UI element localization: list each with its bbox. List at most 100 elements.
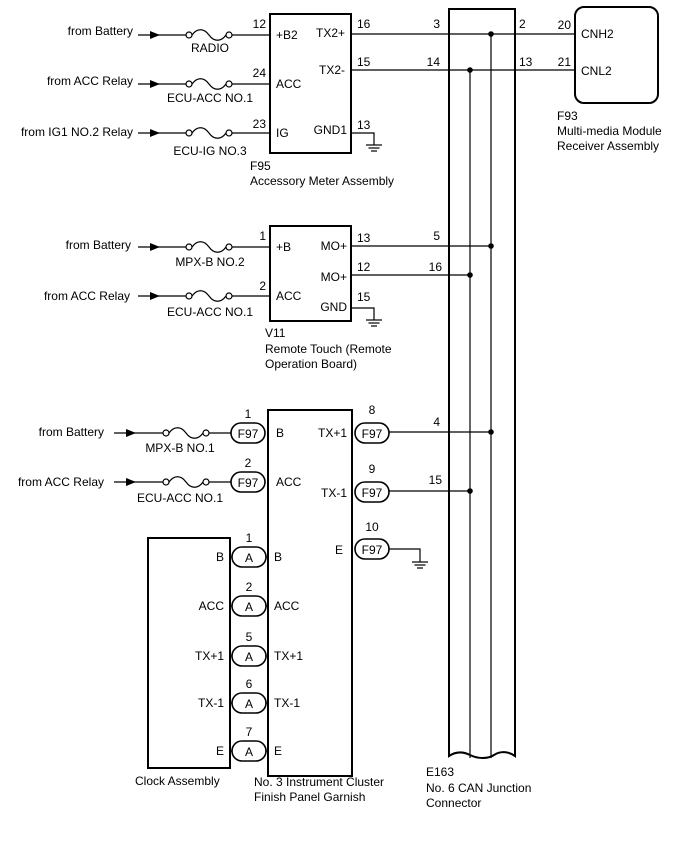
connector-a — [231, 692, 267, 714]
connector-f97-label: F97 — [362, 427, 383, 441]
splice-dot — [488, 243, 494, 249]
fuse-label-ecu-acc-1-cluster: ECU-ACC NO.1 — [137, 491, 223, 505]
connector-f97 — [230, 471, 266, 493]
fuse-icon — [185, 127, 233, 139]
cluster-battery-source: from Battery — [39, 425, 104, 439]
cluster-pin-10: 10 — [365, 520, 379, 534]
connector-a — [231, 645, 267, 667]
cluster-a-terminal-label: TX-1 — [274, 696, 300, 710]
v11-terminal-acc: ACC — [276, 289, 302, 303]
fuse-label-ecu-acc-1: ECU-ACC NO.1 — [167, 91, 253, 105]
v11-name-line1: Remote Touch (Remote — [265, 342, 392, 356]
connector-a-label: A — [245, 697, 253, 711]
ground-icon — [351, 132, 382, 152]
e163-section: 3 2 14 13 E163 No. 6 CAN Junction Connec… — [351, 8, 575, 810]
f95-name: Accessory Meter Assembly — [250, 174, 394, 188]
cluster-terminal-e: E — [335, 543, 343, 557]
ground-icon — [389, 548, 428, 569]
v11-terminal-gnd: GND — [320, 300, 347, 314]
v11-pin-2: 2 — [259, 279, 266, 293]
cluster-pin-8: 8 — [369, 403, 376, 417]
clock-pin-number: 5 — [246, 630, 253, 644]
e163-pin-14: 14 — [427, 55, 441, 69]
e163-name-line1: No. 6 CAN Junction — [426, 781, 531, 795]
fuse-icon — [162, 476, 210, 488]
e163-pin-2: 2 — [519, 17, 526, 31]
clock-pin-number: 1 — [246, 531, 253, 545]
fuse-label-mpx-b-2: MPX-B NO.2 — [175, 255, 245, 269]
e163-connector — [448, 8, 516, 759]
connector-f97 — [230, 422, 266, 444]
clock-terminal-label: ACC — [199, 599, 225, 613]
v11-terminal-mo1: MO+ — [321, 239, 347, 253]
f95-pin-15: 15 — [357, 55, 371, 69]
fuse-label-ecu-acc-1-v11: ECU-ACC NO.1 — [167, 305, 253, 319]
connector-a-label: A — [245, 650, 253, 664]
v11-pin-15: 15 — [357, 290, 371, 304]
f95-battery-source: from Battery — [68, 24, 133, 38]
e163-pin-3: 3 — [433, 17, 440, 31]
cluster-terminal-txm: TX-1 — [321, 486, 347, 500]
arrow-icon — [150, 80, 160, 88]
f93-terminal-cnl2: CNL2 — [581, 64, 612, 78]
connector-f97 — [354, 422, 390, 444]
f95-pin-12: 12 — [253, 17, 267, 31]
f95-pin-24: 24 — [253, 66, 267, 80]
clock-pin-number: 6 — [246, 677, 253, 691]
cluster-pin-2: 2 — [245, 456, 252, 470]
clock-section: Clock Assembly — [135, 537, 231, 788]
e163-pin-15: 15 — [429, 473, 443, 487]
clock-terminal-label: B — [216, 550, 224, 564]
f93-box — [574, 6, 659, 104]
cluster-acc-source: from ACC Relay — [18, 475, 104, 489]
f93-name-line2: Receiver Assembly — [557, 139, 659, 153]
f95-box — [269, 13, 352, 154]
f95-terminal-b2: +B2 — [276, 28, 298, 42]
arrow-icon — [150, 243, 160, 251]
connector-a — [231, 595, 267, 617]
f93-code: F93 — [557, 109, 578, 123]
f95-terminal-gnd1: GND1 — [314, 123, 348, 137]
v11-terminal-b: +B — [276, 240, 291, 254]
cluster-a-terminal-label: B — [274, 550, 282, 564]
arrow-icon — [126, 429, 136, 437]
f93-section: CNH2 20 CNL2 21 F93 Multi-media Module R… — [557, 6, 662, 153]
clock-terminal-label: E — [216, 744, 224, 758]
f93-terminal-cnh2: CNH2 — [581, 27, 614, 41]
f95-terminal-acc: ACC — [276, 77, 302, 91]
connector-f97-label: F97 — [362, 486, 383, 500]
f95-acc-source: from ACC Relay — [47, 74, 133, 88]
e163-pin-13: 13 — [519, 55, 533, 69]
v11-box — [269, 225, 352, 322]
v11-battery-source: from Battery — [66, 238, 131, 252]
connector-a — [231, 740, 267, 762]
cluster-pin-1: 1 — [245, 407, 252, 421]
e163-name-line2: Connector — [426, 796, 481, 810]
clock-name: Clock Assembly — [135, 774, 220, 788]
f93-name-line1: Multi-media Module — [557, 124, 662, 138]
v11-code: V11 — [265, 326, 286, 340]
clock-terminal-label: TX+1 — [195, 649, 224, 663]
connector-a — [231, 546, 267, 568]
v11-section: from Battery MPX-B NO.2 1 +B from ACC Re… — [44, 225, 494, 371]
f95-section: from Battery RADIO 12 +B2 from ACC Relay… — [21, 13, 394, 188]
cluster-name-line2: Finish Panel Garnish — [254, 790, 365, 804]
clock-terminal-label: TX-1 — [198, 696, 224, 710]
arrow-icon — [150, 129, 160, 137]
f95-ig-source: from IG1 NO.2 Relay — [21, 125, 133, 139]
connector-f97-label: F97 — [238, 476, 259, 490]
splice-dot — [467, 67, 473, 73]
e163-pin-4: 4 — [433, 415, 440, 429]
splice-dot — [467, 488, 473, 494]
f93-pin-20: 20 — [558, 18, 572, 32]
fuse-icon — [185, 29, 233, 41]
cluster-a-terminal-label: E — [274, 744, 282, 758]
v11-pin-1: 1 — [259, 229, 266, 243]
arrow-icon — [126, 478, 136, 486]
v11-terminal-mo2: MO+ — [321, 270, 347, 284]
f95-pin-23: 23 — [253, 117, 267, 131]
connector-f97 — [354, 481, 390, 503]
f95-terminal-tx2m: TX2- — [319, 63, 345, 77]
arrow-icon — [150, 292, 160, 300]
